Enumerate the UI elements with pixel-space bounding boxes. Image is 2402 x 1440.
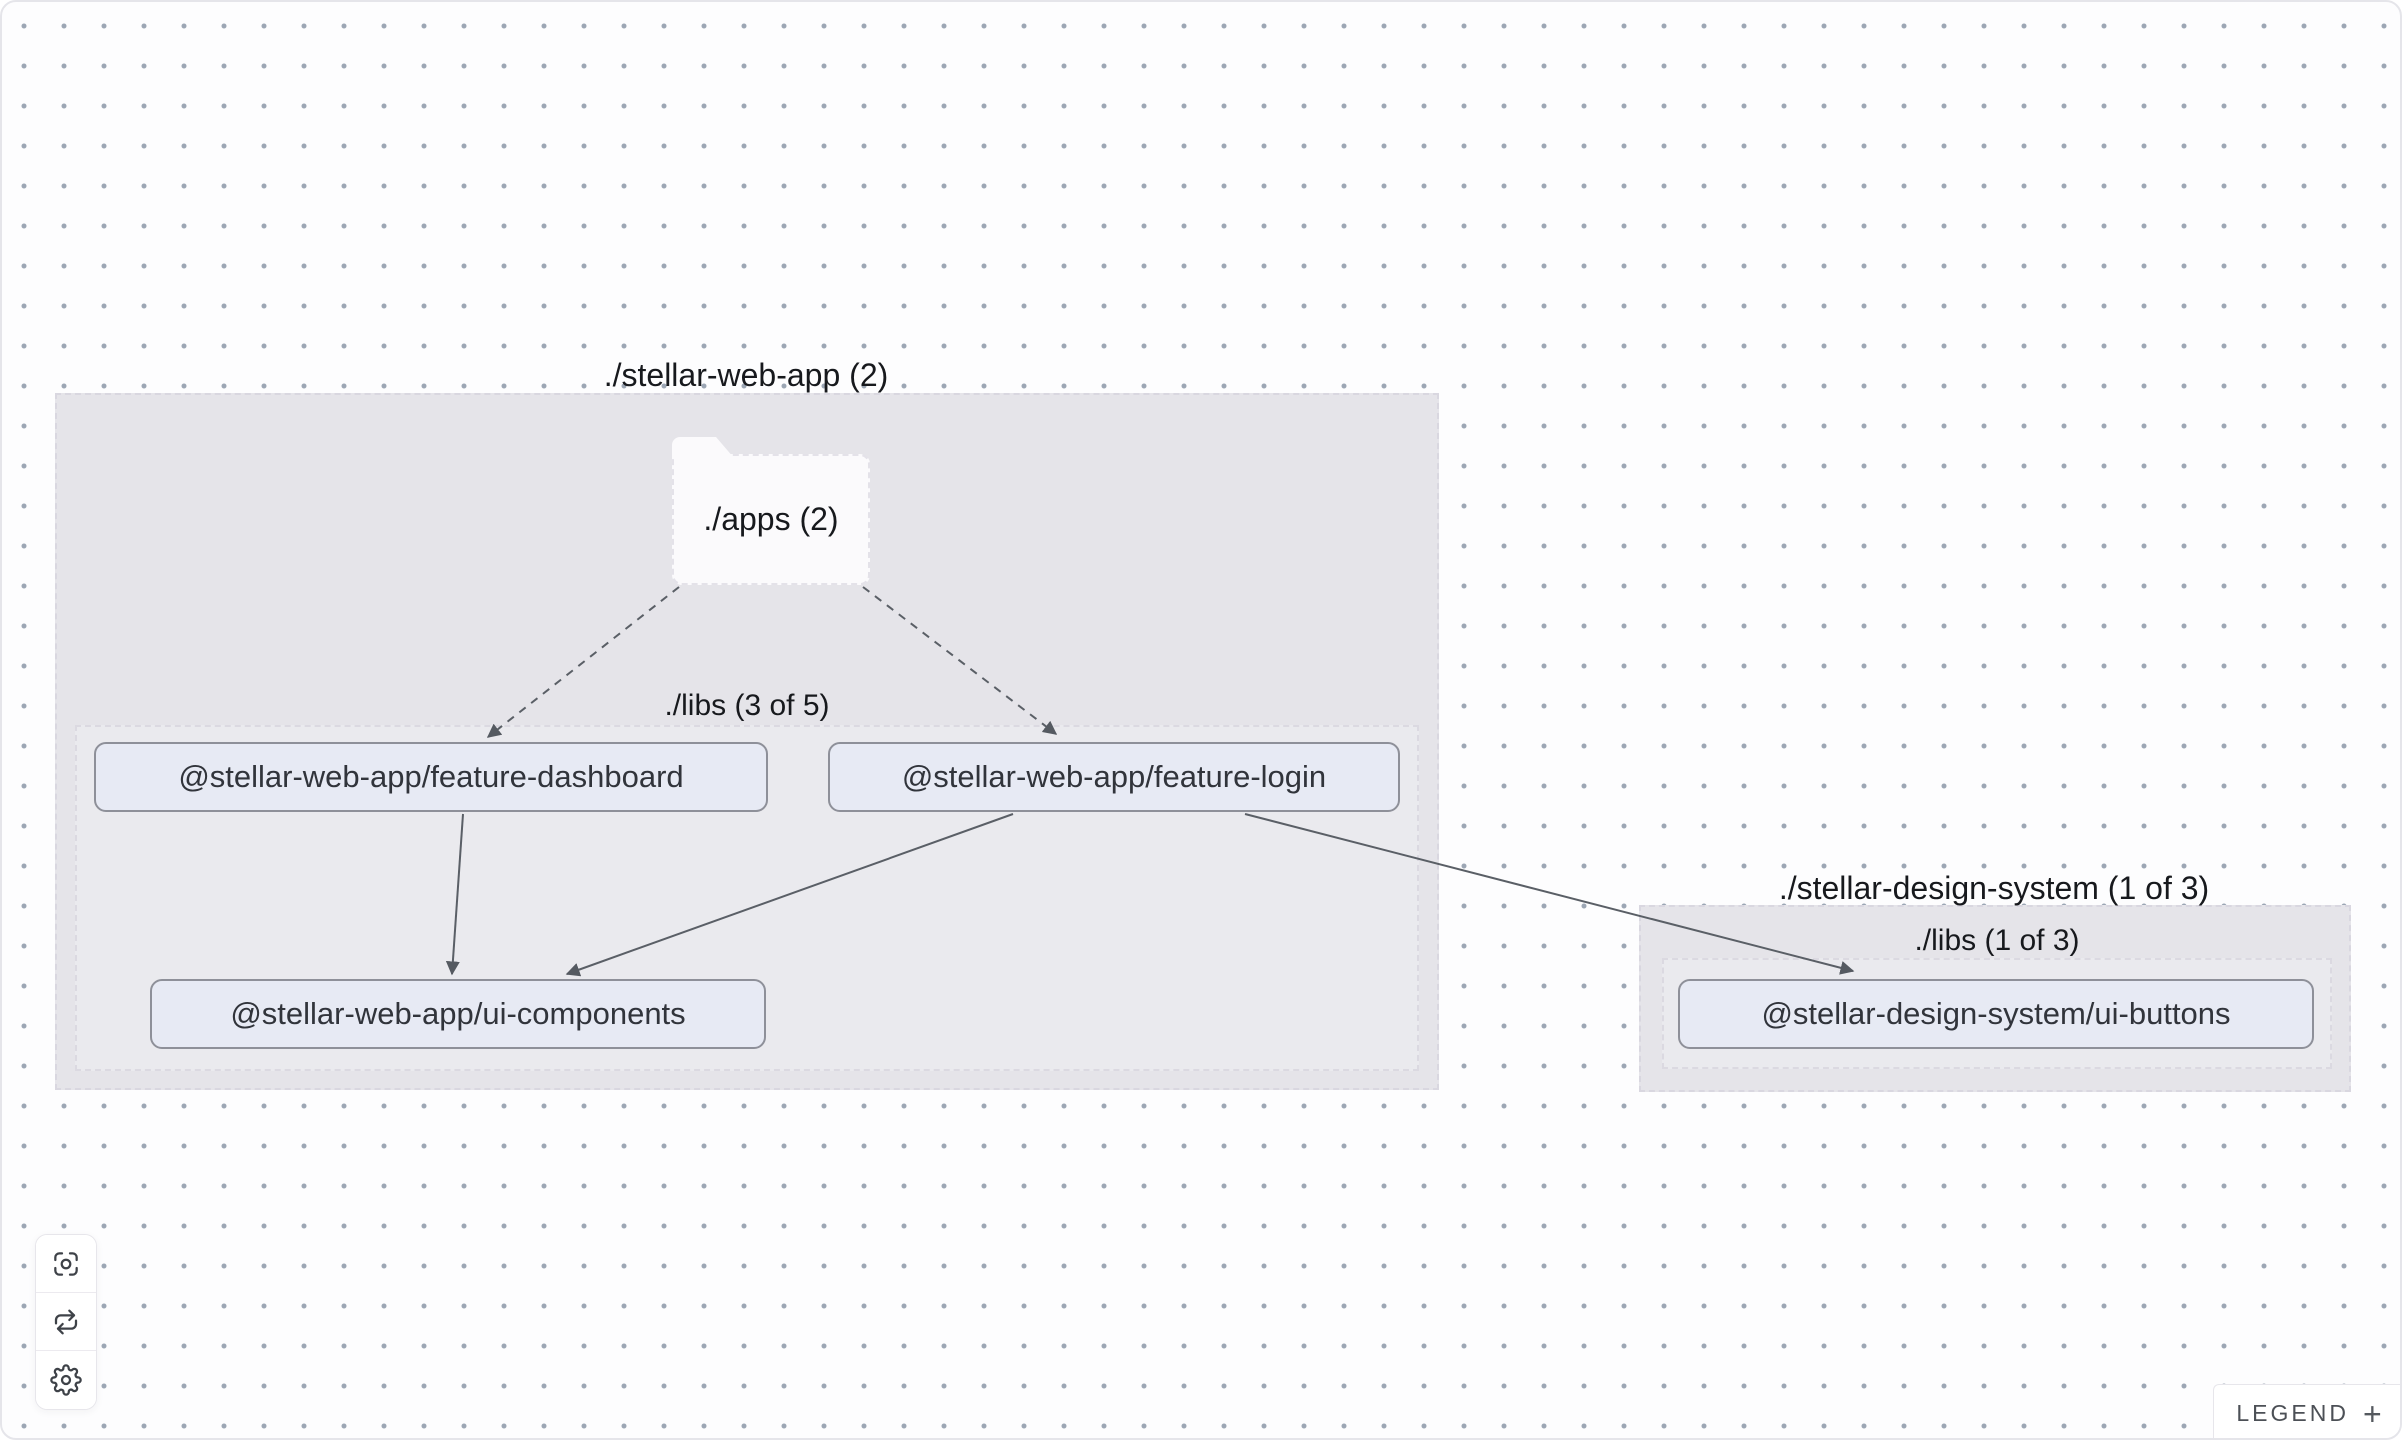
legend-toggle[interactable]: LEGEND +	[2213, 1384, 2400, 1438]
group-label-stellar-web-app: ./stellar-web-app (2)	[603, 357, 889, 393]
node-feature-login[interactable]: @stellar-web-app/feature-login	[828, 742, 1400, 812]
node-feature-dashboard[interactable]: @stellar-web-app/feature-dashboard	[94, 742, 768, 812]
subgroup-label-libs-design-system: ./libs (1 of 3)	[1914, 924, 2080, 957]
subgroup-label-libs-web-app: ./libs (3 of 5)	[664, 689, 830, 722]
folder-node-apps-label: ./apps (2)	[703, 501, 839, 537]
settings-button[interactable]	[36, 1351, 96, 1409]
canvas-toolbar	[35, 1234, 97, 1410]
legend-label: LEGEND	[2236, 1400, 2349, 1426]
node-feature-dashboard-label: @stellar-web-app/feature-dashboard	[178, 759, 684, 794]
node-feature-login-label: @stellar-web-app/feature-login	[901, 759, 1327, 794]
refresh-icon	[54, 1309, 78, 1334]
node-ui-buttons-label: @stellar-design-system/ui-buttons	[1761, 996, 2231, 1031]
folder-node-apps[interactable]: ./apps (2)	[672, 454, 870, 585]
focus-icon	[54, 1251, 78, 1276]
node-ui-buttons[interactable]: @stellar-design-system/ui-buttons	[1678, 979, 2314, 1049]
node-ui-components[interactable]: @stellar-web-app/ui-components	[150, 979, 766, 1049]
plus-icon: +	[2362, 1395, 2382, 1432]
gear-icon	[50, 1364, 82, 1396]
focus-button[interactable]	[36, 1235, 96, 1293]
group-label-stellar-design-system: ./stellar-design-system (1 of 3)	[1778, 870, 2210, 906]
refresh-button[interactable]	[36, 1293, 96, 1351]
node-ui-components-label: @stellar-web-app/ui-components	[230, 996, 686, 1031]
